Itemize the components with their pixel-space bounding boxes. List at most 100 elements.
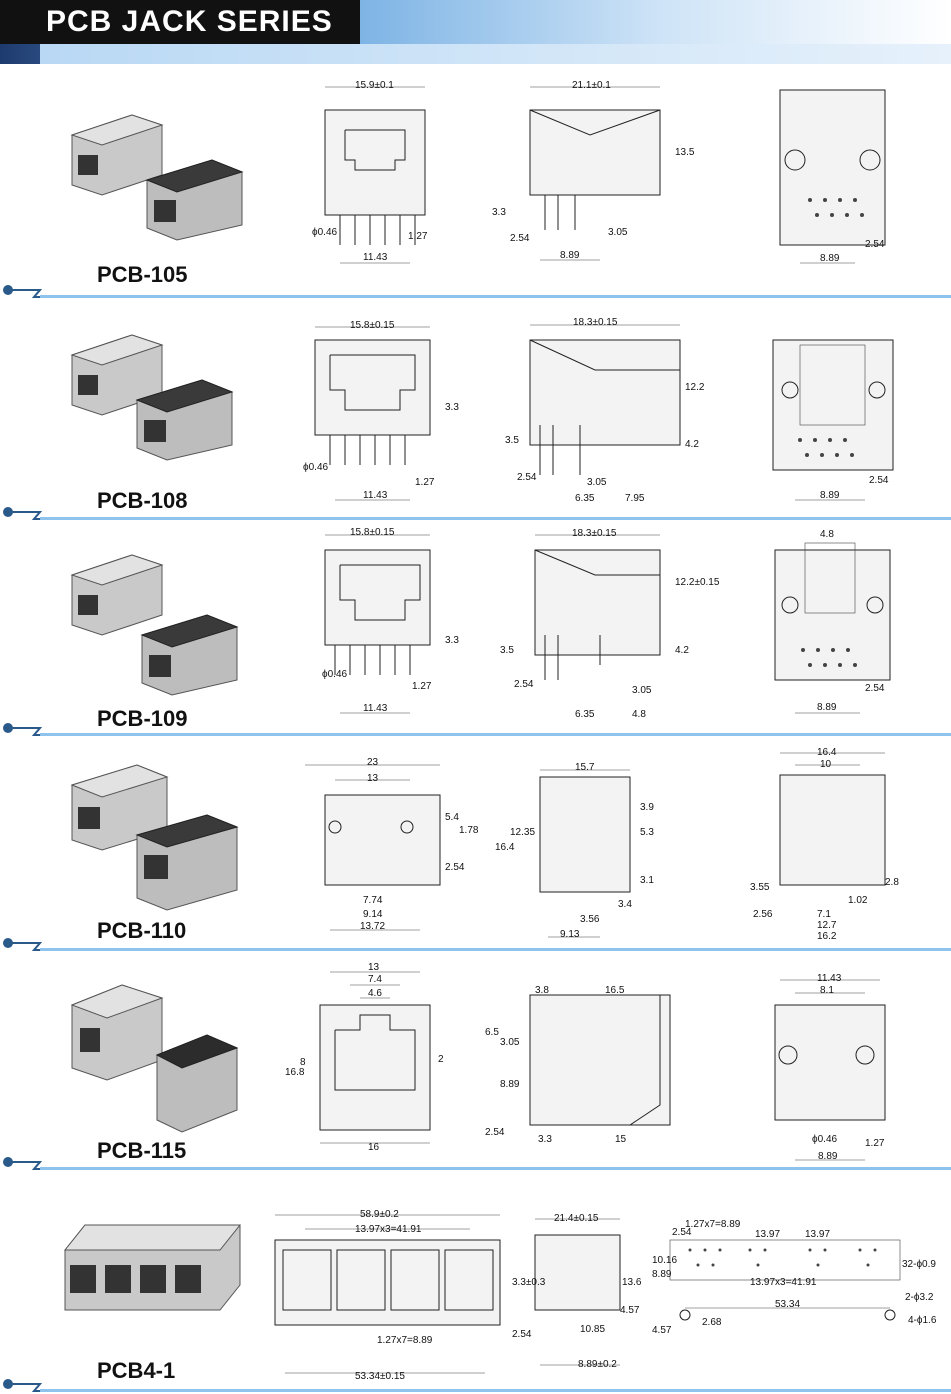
dim-label: 3.3 [492,207,506,218]
bottom-view-drawing: 2.54 1.27x7=8.89 13.97 13.97 10.16 8.89 … [652,1219,937,1336]
dim-label: 13.5 [675,147,695,158]
dim-label: 9.14 [363,909,383,920]
dim-label: 2-ϕ3.2 [905,1292,934,1303]
front-view-drawing: 23 13 5.4 1.78 2.54 7.74 9.14 13.72 [305,757,479,932]
dim-label: 2.54 [510,233,530,244]
dim-label: 12.2 [685,382,705,393]
dim-label: 3.3 [445,402,459,413]
dim-label: 16.5 [605,985,625,996]
dim-label: 10 [820,759,832,770]
section-divider [3,285,951,298]
dim-label: 1.78 [459,825,479,836]
section-divider [3,1379,951,1392]
dim-label: 16.8 [285,1067,305,1078]
product-name: PCB-110 [97,918,187,943]
dim-label: 3.3±0.3 [512,1277,546,1288]
dim-label: 10.85 [580,1324,605,1335]
dim-label: 13.6 [622,1277,642,1288]
dim-label: 8.89 [560,250,580,261]
product-photo-pcb-110 [70,764,239,911]
dim-label: 13.97x3=41.91 [355,1224,422,1235]
product-photo-pcb-108 [70,334,234,461]
dim-label: 7.95 [625,493,645,504]
dim-label: 3.3 [538,1134,552,1145]
dim-label: 3.1 [640,875,654,886]
dim-label: 13 [367,773,379,784]
dim-label: 15.7 [575,762,595,773]
dim-label: 4.8 [632,709,646,720]
dim-label: 3.55 [750,882,770,893]
dim-label: 4.6 [368,988,382,999]
dim-label: 8.89±0.2 [578,1359,617,1370]
dim-label: 8.1 [820,985,834,996]
dim-label: 3.05 [632,685,652,696]
side-view-drawing: 18.3±0.15 12.2 4.2 3.5 2.54 3.05 6.35 7.… [505,317,705,504]
product-name: PCB4-1 [97,1358,176,1383]
dim-label: 8 [300,1057,306,1068]
dim-label: 11.43 [817,973,842,984]
dim-label: 4.2 [675,645,689,656]
dim-label: 1.27 [865,1138,885,1149]
dim-label: 13.97 [755,1229,780,1240]
dim-label: 18.3±0.15 [572,528,617,539]
dim-label: 4.8 [820,529,834,540]
product-name: PCB-109 [97,706,188,731]
dim-label: 7.74 [363,895,383,906]
dim-label: 2.68 [702,1317,722,1328]
bottom-view-drawing: 2.54 8.89 [772,339,894,501]
dim-label: 4-ϕ1.6 [908,1315,937,1326]
dim-label: 7.1 [817,909,831,920]
product-name: PCB-108 [97,488,188,513]
dim-label: 4.57 [652,1325,672,1336]
dim-label: 3.9 [640,802,654,813]
dim-label: 15.8±0.15 [350,527,395,538]
dim-label: 2.8 [885,877,899,888]
side-view-drawing: 21.1±0.1 13.5 3.3 2.54 3.05 8.89 [492,80,695,261]
dim-label: 13.72 [360,921,385,932]
product-name: PCB-115 [97,1138,187,1163]
dim-label: 8.89 [820,490,840,501]
bottom-view-drawing: 4.8 2.54 8.89 [774,529,891,714]
dim-label: 3.5 [505,435,519,446]
dim-label: 1.27 [415,477,435,488]
bottom-view-drawing: 2.54 8.89 [779,89,886,264]
dim-label: 3.3 [445,635,459,646]
dim-label: 6.35 [575,709,595,720]
section-divider [3,507,951,520]
dim-label: 3.8 [535,985,549,996]
dim-label: 58.9±0.2 [360,1209,399,1220]
dim-label: 2.54 [485,1127,505,1138]
dim-label: 15.9±0.1 [355,80,394,91]
dim-label: ϕ0.46 [312,227,338,238]
dim-label: 3.05 [587,477,607,488]
dim-label: 12.2±0.15 [675,577,720,588]
dim-label: 15.8±0.15 [350,320,395,331]
dim-label: 8.89 [817,702,837,713]
product-photo-pcb-105 [70,114,244,241]
dim-label: 1.27x7=8.89 [685,1219,741,1230]
dim-label: 32-ϕ0.9 [902,1259,936,1270]
dim-label: 12.35 [510,827,535,838]
dim-label: 16.2 [817,931,837,942]
product-name: PCB-105 [97,262,188,287]
dim-label: 3.5 [500,645,514,656]
dim-label: 2.54 [514,679,534,690]
dim-label: 2.54 [445,862,465,873]
dim-label: 16 [368,1142,380,1153]
dim-label: 13.97 [805,1229,830,1240]
product-photo-pcb4-1 [63,1224,242,1311]
dim-label: 2.54 [517,472,537,483]
dim-label: 2 [438,1054,444,1065]
dim-label: 6.5 [485,1027,499,1038]
dim-label: 9.13 [560,929,580,940]
side-view-drawing: 21.4±0.15 3.3±0.3 13.6 4.57 2.54 10.85 8… [512,1213,642,1370]
dim-label: 15 [615,1134,627,1145]
dim-label: 23 [367,757,379,768]
section-divider [3,938,951,951]
dim-label: 6.35 [575,493,595,504]
dim-label: 8.89 [820,253,840,264]
dim-label: 4.2 [685,439,699,450]
header-stripe [40,44,951,64]
dim-label: 2.56 [753,909,773,920]
dim-label: 1.27 [408,231,428,242]
